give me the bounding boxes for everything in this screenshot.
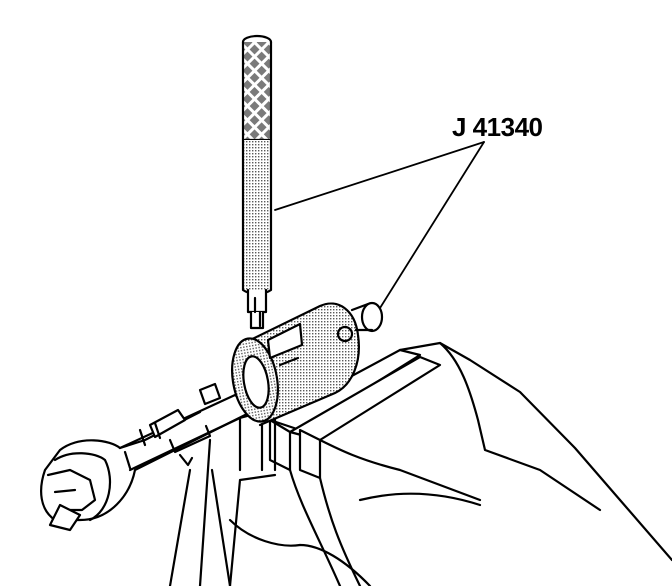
part-number-label: J 41340 bbox=[452, 112, 543, 142]
tool-handle bbox=[241, 34, 273, 330]
adapter-sleeve bbox=[231, 301, 384, 427]
lock-cylinder-assembly bbox=[40, 382, 257, 532]
callout-leaders bbox=[274, 141, 485, 309]
bench-vise bbox=[168, 341, 672, 586]
